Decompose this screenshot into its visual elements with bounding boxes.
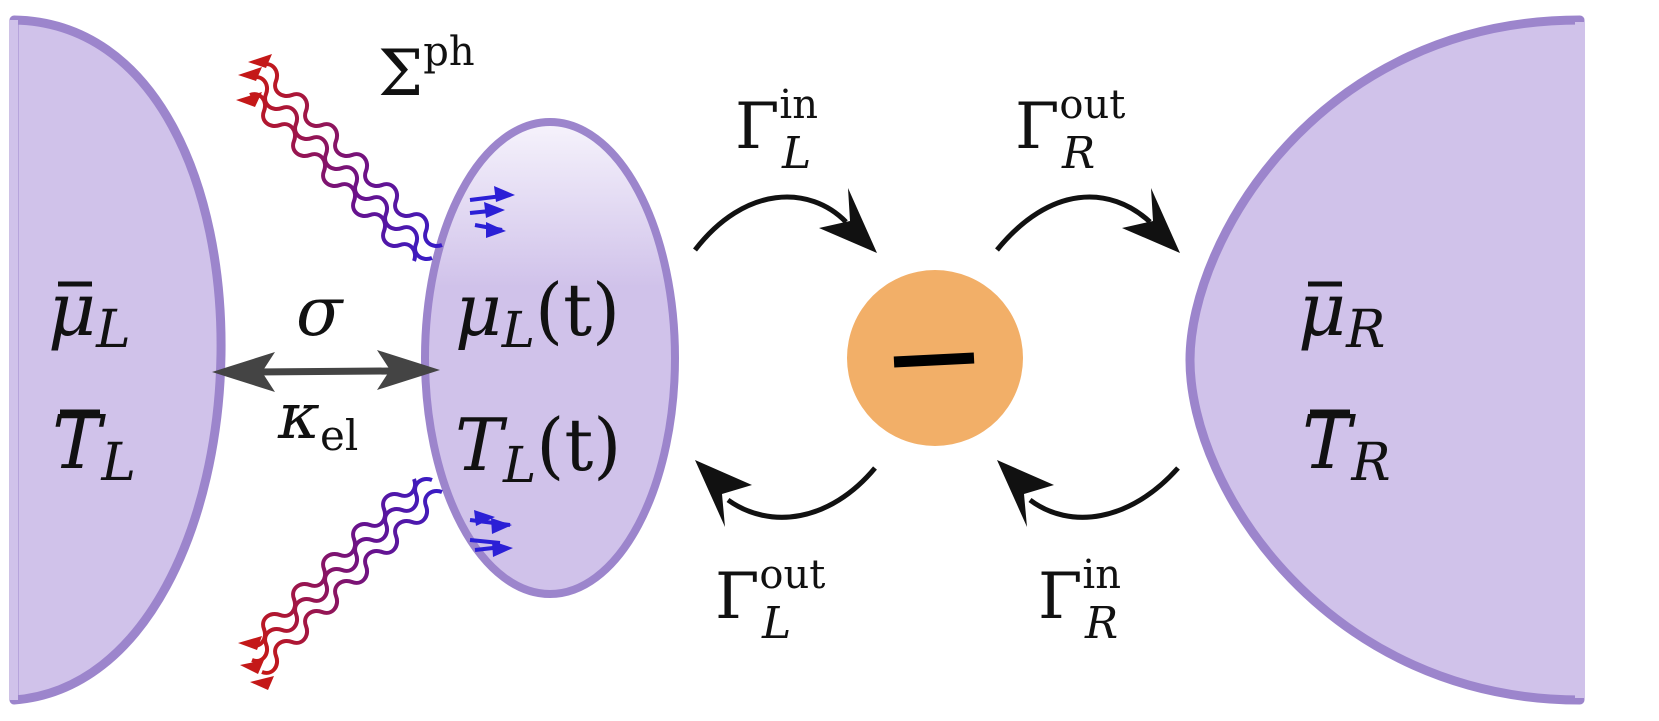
gamma-R-out-sub: R bbox=[1061, 128, 1095, 179]
sigma-label: σ bbox=[296, 273, 344, 352]
left-bath-mu-label: μL bbox=[48, 267, 131, 360]
gamma-R-out-label: Γout bbox=[1015, 82, 1125, 164]
phonon-wave-top bbox=[249, 62, 511, 262]
gamma-R-in-label: Γin bbox=[1038, 552, 1121, 634]
gamma-R-in-sub: R bbox=[1084, 598, 1118, 649]
left-bath-reservoir bbox=[9, 15, 226, 705]
finite-reservoir-mu-label: μL(t) bbox=[455, 268, 620, 359]
gamma-L-out-label: Γout bbox=[715, 552, 825, 634]
arrow-gamma-L-out bbox=[695, 460, 877, 527]
arrow-gamma-L-in bbox=[693, 188, 877, 253]
transport-double-arrow bbox=[212, 350, 440, 392]
phonon-self-energy-label: Σph bbox=[378, 29, 475, 111]
finite-reservoir-t-label: TL(t) bbox=[455, 403, 621, 494]
phonon-arrowheads-top bbox=[236, 54, 515, 238]
gamma-L-in-label: Γin bbox=[735, 82, 818, 164]
gamma-L-out-sub: L bbox=[761, 598, 791, 649]
finite-reservoir-ellipse bbox=[421, 118, 679, 598]
right-bath-reservoir bbox=[1185, 15, 1585, 705]
arrow-gamma-R-in bbox=[997, 460, 1180, 527]
gamma-L-in-sub: L bbox=[781, 128, 811, 179]
minus-sign-icon bbox=[893, 352, 975, 368]
right-bath-mu-label: μR bbox=[1298, 267, 1385, 360]
kappa-el-label: κel bbox=[277, 380, 358, 460]
phonon-arrowheads-bottom bbox=[238, 510, 513, 690]
right-bath-t-label: TR bbox=[1302, 400, 1391, 493]
arrow-gamma-R-out bbox=[995, 188, 1180, 253]
